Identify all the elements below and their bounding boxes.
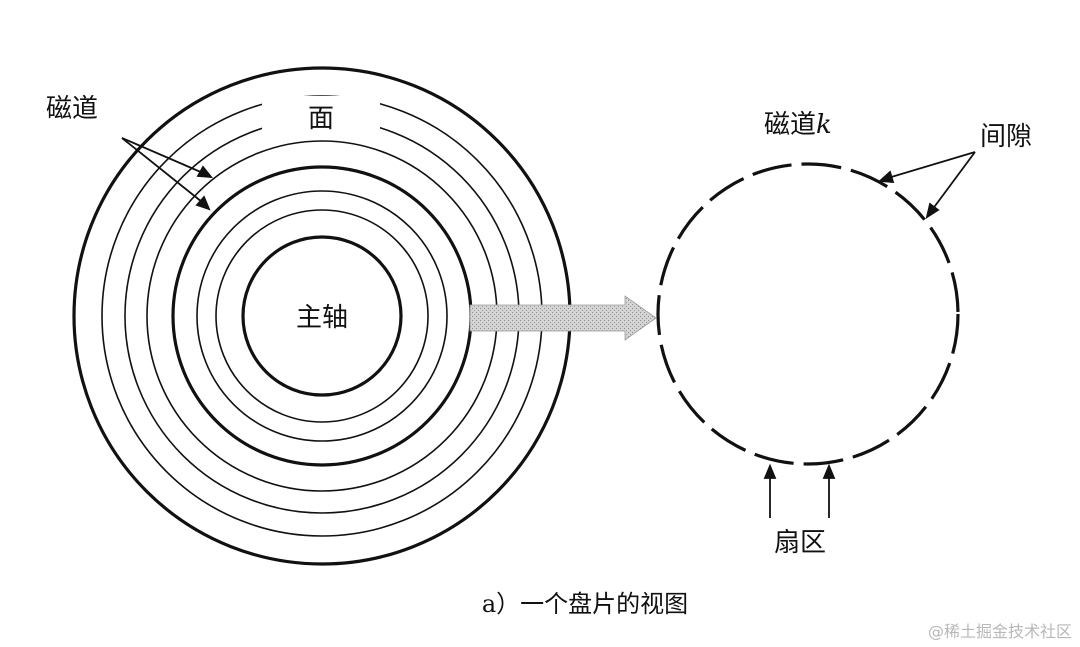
- sector-pointer-arrows: [763, 463, 836, 518]
- tracks-pointer-arrows: [121, 137, 213, 211]
- tracks-label: 磁道: [46, 94, 98, 124]
- zoom-arrow: [469, 295, 657, 341]
- track-ring: [196, 190, 448, 442]
- spindle-circle: [241, 235, 403, 397]
- track-k-dashed-circle: [656, 162, 960, 466]
- track-k-label: 磁道k: [764, 110, 832, 140]
- sector-label: 扇区: [774, 528, 826, 558]
- spindle-label: 主轴: [296, 303, 348, 333]
- caption: a）一个盘片的视图: [482, 590, 688, 618]
- track-k-label-prefix: 磁道: [764, 110, 816, 140]
- surface-label: 面: [308, 104, 334, 134]
- surface-label-backing: [262, 96, 380, 136]
- track-ring: [215, 209, 429, 423]
- gap-label: 间隙: [980, 122, 1032, 152]
- watermark: @稀土掘金技术社区: [928, 622, 1072, 641]
- track-k-label-var: k: [816, 110, 832, 140]
- gap-pointer-arrows: [877, 151, 976, 219]
